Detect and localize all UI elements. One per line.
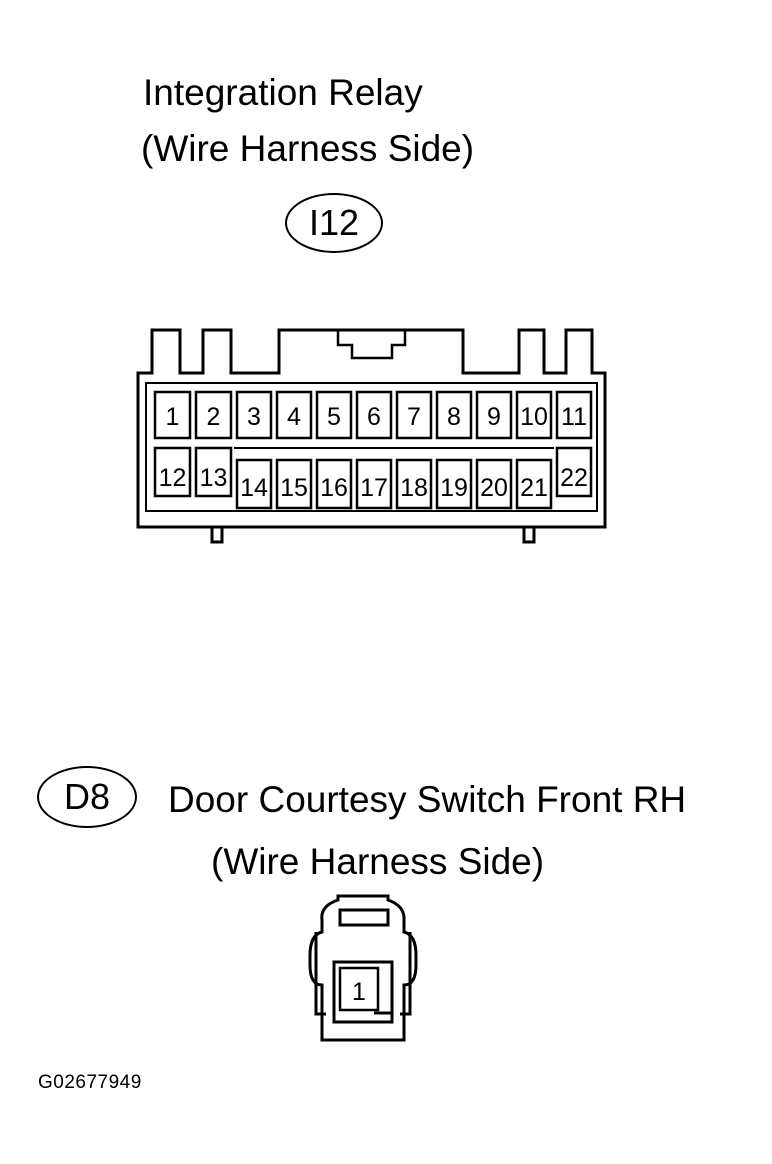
i12-pin-18: 18 — [395, 458, 433, 510]
i12-pin-cell — [153, 446, 192, 498]
i12-subtitle: (Wire Harness Side) — [141, 128, 475, 169]
i12-pin-label: 14 — [240, 474, 268, 502]
i12-pin-11: 11 — [555, 390, 593, 440]
i12-pin-cell — [235, 458, 273, 510]
d8-connector-code-badge: D8 — [37, 766, 137, 828]
i12-pin-4: 4 — [275, 390, 313, 440]
i12-pin-label: 19 — [440, 474, 468, 502]
i12-pin-2: 2 — [194, 390, 233, 440]
i12-pin-cell — [275, 390, 313, 440]
d8-subtitle: (Wire Harness Side) — [211, 841, 545, 882]
i12-pin-label: 2 — [207, 403, 221, 431]
i12-pin-1: 1 — [153, 390, 192, 440]
i12-pin-label: 12 — [159, 464, 187, 492]
i12-pin-6: 6 — [355, 390, 393, 440]
d8-side-latch-left — [314, 932, 326, 1016]
i12-pin-14: 14 — [235, 458, 273, 510]
i12-connector-code: I12 — [308, 202, 360, 243]
i12-pin-label: 17 — [360, 474, 388, 502]
i12-pin-cell — [435, 458, 473, 510]
i12-pin-label: 18 — [400, 474, 428, 502]
d8-pin-cell — [338, 966, 380, 1012]
i12-pin-16: 16 — [315, 458, 353, 510]
d8-side-latch-right — [400, 932, 412, 1016]
i12-pin-20: 20 — [475, 458, 513, 510]
i12-pin-cell — [475, 390, 513, 440]
i12-pin-3: 3 — [235, 390, 273, 440]
i12-pin-cell — [395, 390, 433, 440]
i12-pin-cell — [235, 390, 273, 440]
i12-pin-cell — [275, 458, 313, 510]
i12-pin-cell — [555, 390, 593, 440]
i12-pin-label: 4 — [287, 403, 301, 431]
figure-code: G02677949 — [38, 1072, 142, 1093]
i12-inner-frame — [145, 382, 598, 512]
i12-pin-label: 6 — [367, 403, 381, 431]
i12-housing-outline — [136, 328, 607, 529]
i12-pin-15: 15 — [275, 458, 313, 510]
i12-pin-22: 22 — [555, 446, 593, 498]
i12-pin-cell — [515, 458, 553, 510]
i12-pin-label: 11 — [561, 403, 587, 431]
i12-pin-label: 9 — [487, 403, 501, 431]
i12-pin-21: 21 — [515, 458, 553, 510]
i12-pin-cell — [435, 390, 473, 440]
i12-pin-19: 19 — [435, 458, 473, 510]
i12-lug-right — [522, 527, 536, 544]
i12-pin-label: 15 — [280, 474, 308, 502]
d8-inner-cavity — [332, 960, 394, 1024]
i12-pin-label: 20 — [480, 474, 508, 502]
i12-pin-label: 21 — [520, 474, 548, 502]
i12-pin-cell — [153, 390, 192, 440]
i12-pin-cell — [395, 458, 433, 510]
i12-pin-13: 13 — [194, 446, 233, 498]
i12-pin-cell — [475, 458, 513, 510]
i12-title: Integration Relay — [143, 72, 423, 113]
d8-housing-outline — [308, 894, 418, 1042]
i12-connector-code-badge: I12 — [285, 193, 383, 253]
i12-pin-label: 16 — [320, 474, 348, 502]
i12-pin-9: 9 — [475, 390, 513, 440]
i12-pin-label: 3 — [247, 403, 261, 431]
d8-connector-code: D8 — [63, 776, 111, 817]
i12-pin-label: 5 — [327, 403, 341, 431]
i12-pin-label: 7 — [407, 403, 421, 431]
i12-pin-10: 10 — [515, 390, 553, 440]
i12-pin-label: 8 — [447, 403, 461, 431]
i12-pin-label: 10 — [520, 403, 548, 431]
i12-pin-5: 5 — [315, 390, 353, 440]
i12-pin-label: 1 — [166, 403, 180, 431]
i12-pin-cell — [315, 458, 353, 510]
i12-lug-left — [210, 527, 224, 544]
i12-pin-cell — [355, 390, 393, 440]
d8-title: Door Courtesy Switch Front RH — [168, 779, 687, 820]
d8-pin-label: 1 — [352, 978, 366, 1006]
i12-pin-label: 13 — [200, 464, 228, 492]
d8-top-lock — [338, 908, 390, 927]
i12-pin-label: 22 — [560, 464, 588, 492]
i12-pin-cell — [555, 446, 593, 498]
i12-pin-7: 7 — [395, 390, 433, 440]
i12-pin-cell — [194, 390, 233, 440]
i12-pin-12: 12 — [153, 446, 192, 498]
i12-pin-cell — [515, 390, 553, 440]
i12-pin-cell — [315, 390, 353, 440]
i12-pin-8: 8 — [435, 390, 473, 440]
i12-pin-cell — [194, 446, 233, 498]
i12-pin-cell — [355, 458, 393, 510]
i12-center-key — [336, 330, 407, 360]
i12-pin-17: 17 — [355, 458, 393, 510]
